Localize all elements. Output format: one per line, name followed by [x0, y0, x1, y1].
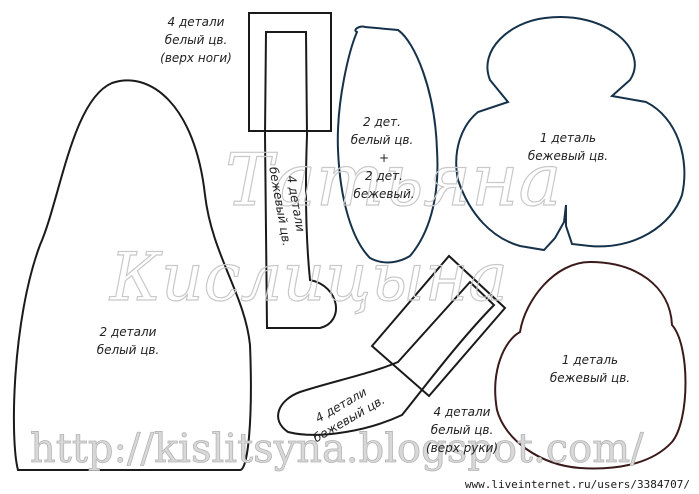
arm-top-label-line-3: (верх руки): [426, 441, 498, 455]
arm-top-label: 4 детали белый цв. (верх руки): [426, 405, 498, 455]
arm-piece-outline: [277, 280, 496, 436]
head-label-line-1: 1 деталь: [562, 353, 618, 367]
leg-top-label: 4 детали белый цв. (верх ноги): [160, 15, 232, 65]
ear-label: 2 дет. белый цв. + 2 дет. бежевый.: [351, 115, 415, 201]
head-label-line-2: бежевый цв.: [550, 371, 630, 385]
ear-label-line-2: белый цв.: [351, 133, 414, 147]
body-label-line-1: 2 детали: [100, 325, 157, 339]
signature-line-1: Татьяна: [225, 138, 561, 222]
body-piece-outline: [12, 79, 252, 471]
body-label: 2 детали белый цв.: [97, 325, 160, 357]
signature-watermark: Татьяна Кислицына: [107, 137, 562, 316]
ear-piece-outline: [336, 25, 439, 264]
ear-label-line-5: бежевый.: [353, 187, 414, 201]
arm-top-label-line-2: белый цв.: [431, 423, 494, 437]
leg-top-label-line-2: белый цв.: [165, 33, 228, 47]
leg-top-outer-rect: [248, 12, 332, 132]
head-label: 1 деталь бежевый цв.: [550, 353, 630, 385]
signature-line-2: Кислицына: [108, 239, 508, 316]
leg-piece-outline: [263, 31, 337, 329]
leg-top-label-line-3: (верх ноги): [160, 51, 232, 65]
top-right-label-line-1: 1 деталь: [540, 131, 596, 145]
head-piece-outline: [494, 260, 687, 470]
top-right-piece-outline: [455, 15, 686, 252]
leg-top-label-line-1: 4 детали: [168, 15, 225, 29]
blog-url-watermark: http://kislitsyna.blogspot.com/: [30, 426, 644, 472]
arm-top-outer-rect: [370, 254, 507, 398]
ear-label-line-3: +: [379, 151, 389, 165]
liveinternet-credit: www.liveinternet.ru/users/3384707/: [465, 478, 690, 491]
top-right-label-line-2: бежевый цв.: [528, 149, 608, 163]
ear-label-line-4: 2 дет.: [365, 169, 403, 183]
arm-top-label-line-1: 4 детали: [434, 405, 491, 419]
ear-label-line-1: 2 дет.: [363, 115, 401, 129]
body-label-line-2: белый цв.: [97, 343, 160, 357]
top-right-label: 1 деталь бежевый цв.: [528, 131, 608, 163]
